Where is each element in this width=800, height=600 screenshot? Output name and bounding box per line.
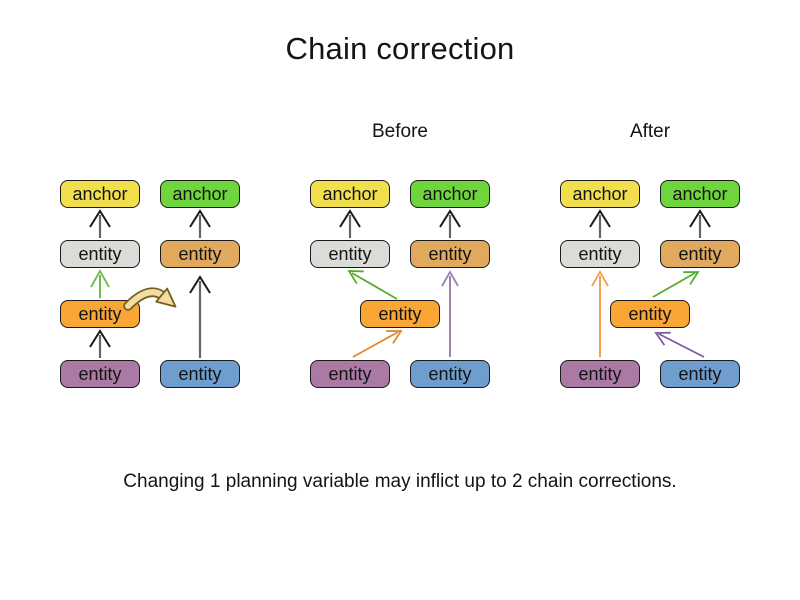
arrowhead-icon: [591, 270, 609, 287]
before-entity-orange: entity: [360, 300, 440, 328]
before-entity-gray: entity: [310, 240, 390, 268]
arrow-after-purple-entity-to-gray-entity-light-orange: [591, 270, 609, 357]
arrow-initial-tan-entity-to-green-anchor: [189, 209, 211, 238]
page-title: Chain correction: [285, 31, 515, 66]
arrowhead-icon: [386, 330, 403, 344]
after-anchor-green: anchor: [660, 180, 740, 208]
move-arrow-icon: [123, 287, 177, 311]
arrowhead-icon: [189, 209, 211, 228]
arrow-initial-blue-entity-to-tan-entity: [189, 275, 211, 358]
group-label-before: Before: [372, 121, 428, 142]
before-anchor-green: anchor: [410, 180, 490, 208]
initial-anchor-green: anchor: [160, 180, 240, 208]
arrowhead-icon: [683, 271, 700, 285]
initial-entity-purple: entity: [60, 360, 140, 388]
arrowhead-icon: [689, 209, 711, 228]
arrowhead-icon: [347, 270, 364, 285]
after-entity-gray: entity: [560, 240, 640, 268]
arrow-after-tan-entity-to-green-anchor: [689, 209, 711, 238]
arrow-before-gray-entity-to-yellow-anchor: [339, 209, 361, 238]
initial-entity-tan: entity: [160, 240, 240, 268]
after-anchor-yellow: anchor: [560, 180, 640, 208]
initial-entity-orange: entity: [60, 300, 140, 328]
arrowhead-icon: [189, 275, 211, 294]
arrow-initial-purple-entity-to-orange-entity: [89, 329, 111, 358]
before-entity-tan: entity: [410, 240, 490, 268]
after-entity-purple: entity: [560, 360, 640, 388]
arrowhead-icon: [90, 269, 110, 288]
after-entity-blue: entity: [660, 360, 740, 388]
arrowhead-icon: [441, 270, 459, 287]
arrow-after-gray-entity-to-yellow-anchor: [589, 209, 611, 238]
arrow-initial-orange-entity-to-gray-entity-green: [90, 269, 110, 298]
initial-anchor-yellow: anchor: [60, 180, 140, 208]
arrow-before-blue-entity-to-tan-entity-purple: [441, 270, 459, 357]
initial-entity-blue: entity: [160, 360, 240, 388]
arrowhead-icon: [654, 331, 671, 346]
arrow-after-blue-entity-to-orange-entity-purple: [654, 331, 705, 358]
arrow-before-tan-entity-to-green-anchor: [439, 209, 461, 238]
before-anchor-yellow: anchor: [310, 180, 390, 208]
after-entity-orange: entity: [610, 300, 690, 328]
arrow-before-purple-entity-to-orange-entity-orange: [352, 330, 403, 358]
arrowhead-icon: [589, 209, 611, 228]
arrow-after-orange-entity-to-tan-entity-green: [652, 271, 700, 298]
before-entity-blue: entity: [410, 360, 490, 388]
arrowhead-icon: [89, 329, 111, 348]
arrowhead-icon: [339, 209, 361, 228]
initial-entity-gray: entity: [60, 240, 140, 268]
arrowhead-icon: [439, 209, 461, 228]
group-label-after: After: [629, 121, 671, 142]
arrow-initial-gray-entity-to-yellow-anchor: [89, 209, 111, 238]
arrowhead-icon: [89, 209, 111, 228]
after-entity-tan: entity: [660, 240, 740, 268]
before-entity-purple: entity: [310, 360, 390, 388]
caption-text: Changing 1 planning variable may inflict…: [123, 471, 677, 492]
arrow-before-orange-entity-to-gray-entity-green: [347, 270, 398, 300]
